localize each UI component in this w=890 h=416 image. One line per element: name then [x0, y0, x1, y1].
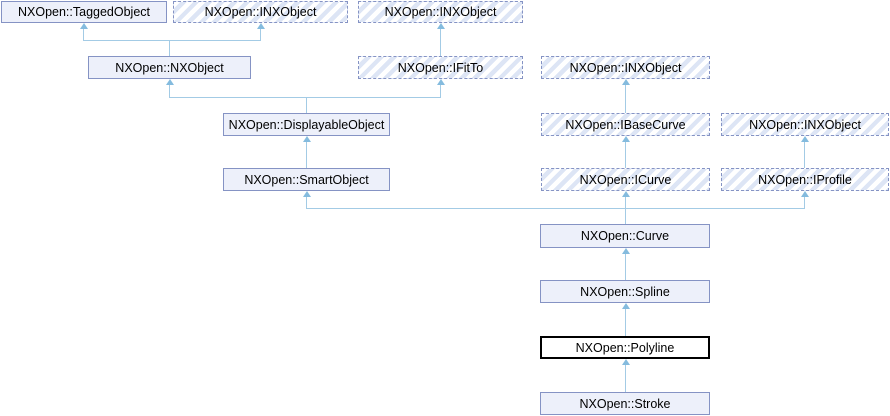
inheritance-edge: [625, 254, 626, 280]
node-inxobject-3[interactable]: NXOpen::INXObject: [541, 56, 710, 79]
node-inxobject-1[interactable]: NXOpen::INXObject: [173, 1, 348, 23]
inheritance-arrowhead: [622, 248, 630, 254]
inheritance-edge: [83, 29, 84, 40]
node-inxobject-4[interactable]: NXOpen::INXObject: [721, 113, 889, 136]
inheritance-edge: [804, 142, 805, 168]
inheritance-edge: [169, 85, 170, 97]
inheritance-edge: [625, 309, 626, 336]
node-iprofile[interactable]: NXOpen::IProfile: [721, 168, 889, 191]
inheritance-edge: [169, 40, 170, 56]
inheritance-edge: [306, 142, 307, 168]
inheritance-edge: [625, 142, 626, 168]
inheritance-arrowhead: [622, 136, 630, 142]
inheritance-arrowhead: [622, 303, 630, 309]
inheritance-arrowhead: [303, 136, 311, 142]
inheritance-arrowhead: [80, 23, 88, 29]
node-curve[interactable]: NXOpen::Curve: [540, 224, 710, 248]
inheritance-arrowhead: [437, 23, 445, 29]
inheritance-edge: [440, 29, 441, 56]
node-nxobject[interactable]: NXOpen::NXObject: [88, 56, 251, 79]
node-spline[interactable]: NXOpen::Spline: [540, 280, 710, 303]
node-ifitto[interactable]: NXOpen::IFitTo: [358, 56, 523, 79]
inheritance-arrowhead: [257, 23, 265, 29]
inheritance-arrowhead: [622, 79, 630, 85]
inheritance-edge: [804, 197, 805, 208]
node-taggedobject[interactable]: NXOpen::TaggedObject: [1, 1, 167, 23]
inheritance-edge: [625, 197, 626, 208]
inheritance-edge: [260, 29, 261, 40]
inheritance-edge: [83, 40, 261, 41]
node-polyline-current: NXOpen::Polyline: [540, 336, 710, 359]
inheritance-edge: [306, 97, 307, 113]
node-displayableobject[interactable]: NXOpen::DisplayableObject: [223, 113, 390, 136]
node-inxobject-2[interactable]: NXOpen::INXObject: [358, 1, 523, 23]
node-smartobject[interactable]: NXOpen::SmartObject: [223, 168, 390, 191]
node-stroke[interactable]: NXOpen::Stroke: [540, 392, 710, 415]
node-ibasecurve[interactable]: NXOpen::IBaseCurve: [541, 113, 710, 136]
node-icurve[interactable]: NXOpen::ICurve: [541, 168, 710, 191]
inheritance-arrowhead: [437, 79, 445, 85]
inheritance-edge: [306, 208, 805, 209]
inheritance-edge: [625, 85, 626, 113]
inheritance-edge: [306, 197, 307, 208]
inheritance-arrowhead: [303, 191, 311, 197]
inheritance-edge: [440, 85, 441, 97]
inheritance-arrowhead: [622, 191, 630, 197]
inheritance-edge: [169, 97, 441, 98]
inheritance-arrowhead: [166, 79, 174, 85]
inheritance-arrowhead: [801, 136, 809, 142]
inheritance-arrowhead: [622, 359, 630, 365]
inheritance-edge: [625, 365, 626, 392]
inheritance-arrowhead: [801, 191, 809, 197]
inheritance-edge: [625, 208, 626, 224]
